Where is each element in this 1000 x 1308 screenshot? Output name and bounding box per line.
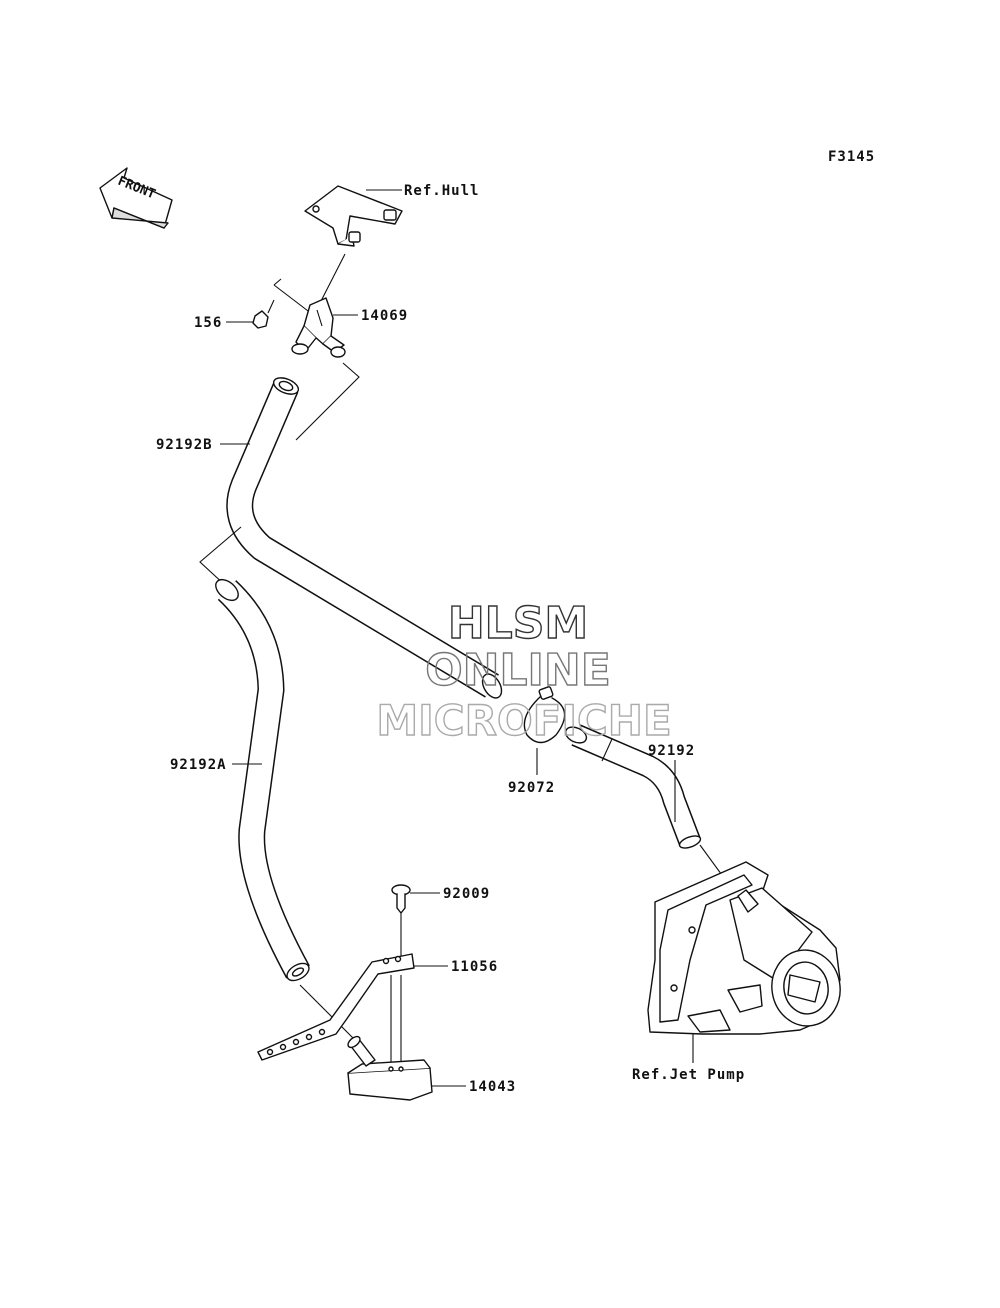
bolt-156	[252, 299, 275, 329]
callout-92072: 92072	[508, 780, 555, 796]
callout-11056: 11056	[451, 959, 498, 975]
callout-ref-hull: Ref.Hull	[404, 183, 479, 199]
watermark-line3: MICROFICHE	[376, 696, 671, 745]
callout-ref-jet-pump: Ref.Jet Pump	[632, 1067, 745, 1083]
bracket-11056	[257, 953, 415, 1061]
watermark-line1: HLSM	[448, 598, 588, 649]
front-direction-arrow-icon: FRONT	[99, 167, 173, 229]
callout-92192: 92192	[648, 743, 695, 759]
hull-bracket	[304, 185, 403, 247]
clamp-92072	[523, 686, 566, 744]
hose-92192a	[215, 578, 310, 982]
callout-156: 156	[194, 315, 222, 331]
t-fitting-14069	[291, 297, 346, 358]
callout-14069: 14069	[361, 308, 408, 324]
filter-14043	[347, 1035, 433, 1101]
jet-pump	[647, 861, 841, 1035]
callout-92009: 92009	[443, 886, 490, 902]
callout-92192b: 92192B	[156, 437, 213, 453]
callout-14043: 14043	[469, 1079, 516, 1095]
hose-92192	[564, 724, 702, 849]
callout-92192a: 92192A	[170, 757, 227, 773]
screw-92009	[391, 884, 411, 914]
watermark-line2: ONLINE	[425, 645, 611, 696]
hose-92192b	[226, 377, 503, 699]
watermark: HLSM ONLINE MICROFICHE	[376, 597, 673, 745]
figure-code: F3145	[828, 149, 875, 165]
